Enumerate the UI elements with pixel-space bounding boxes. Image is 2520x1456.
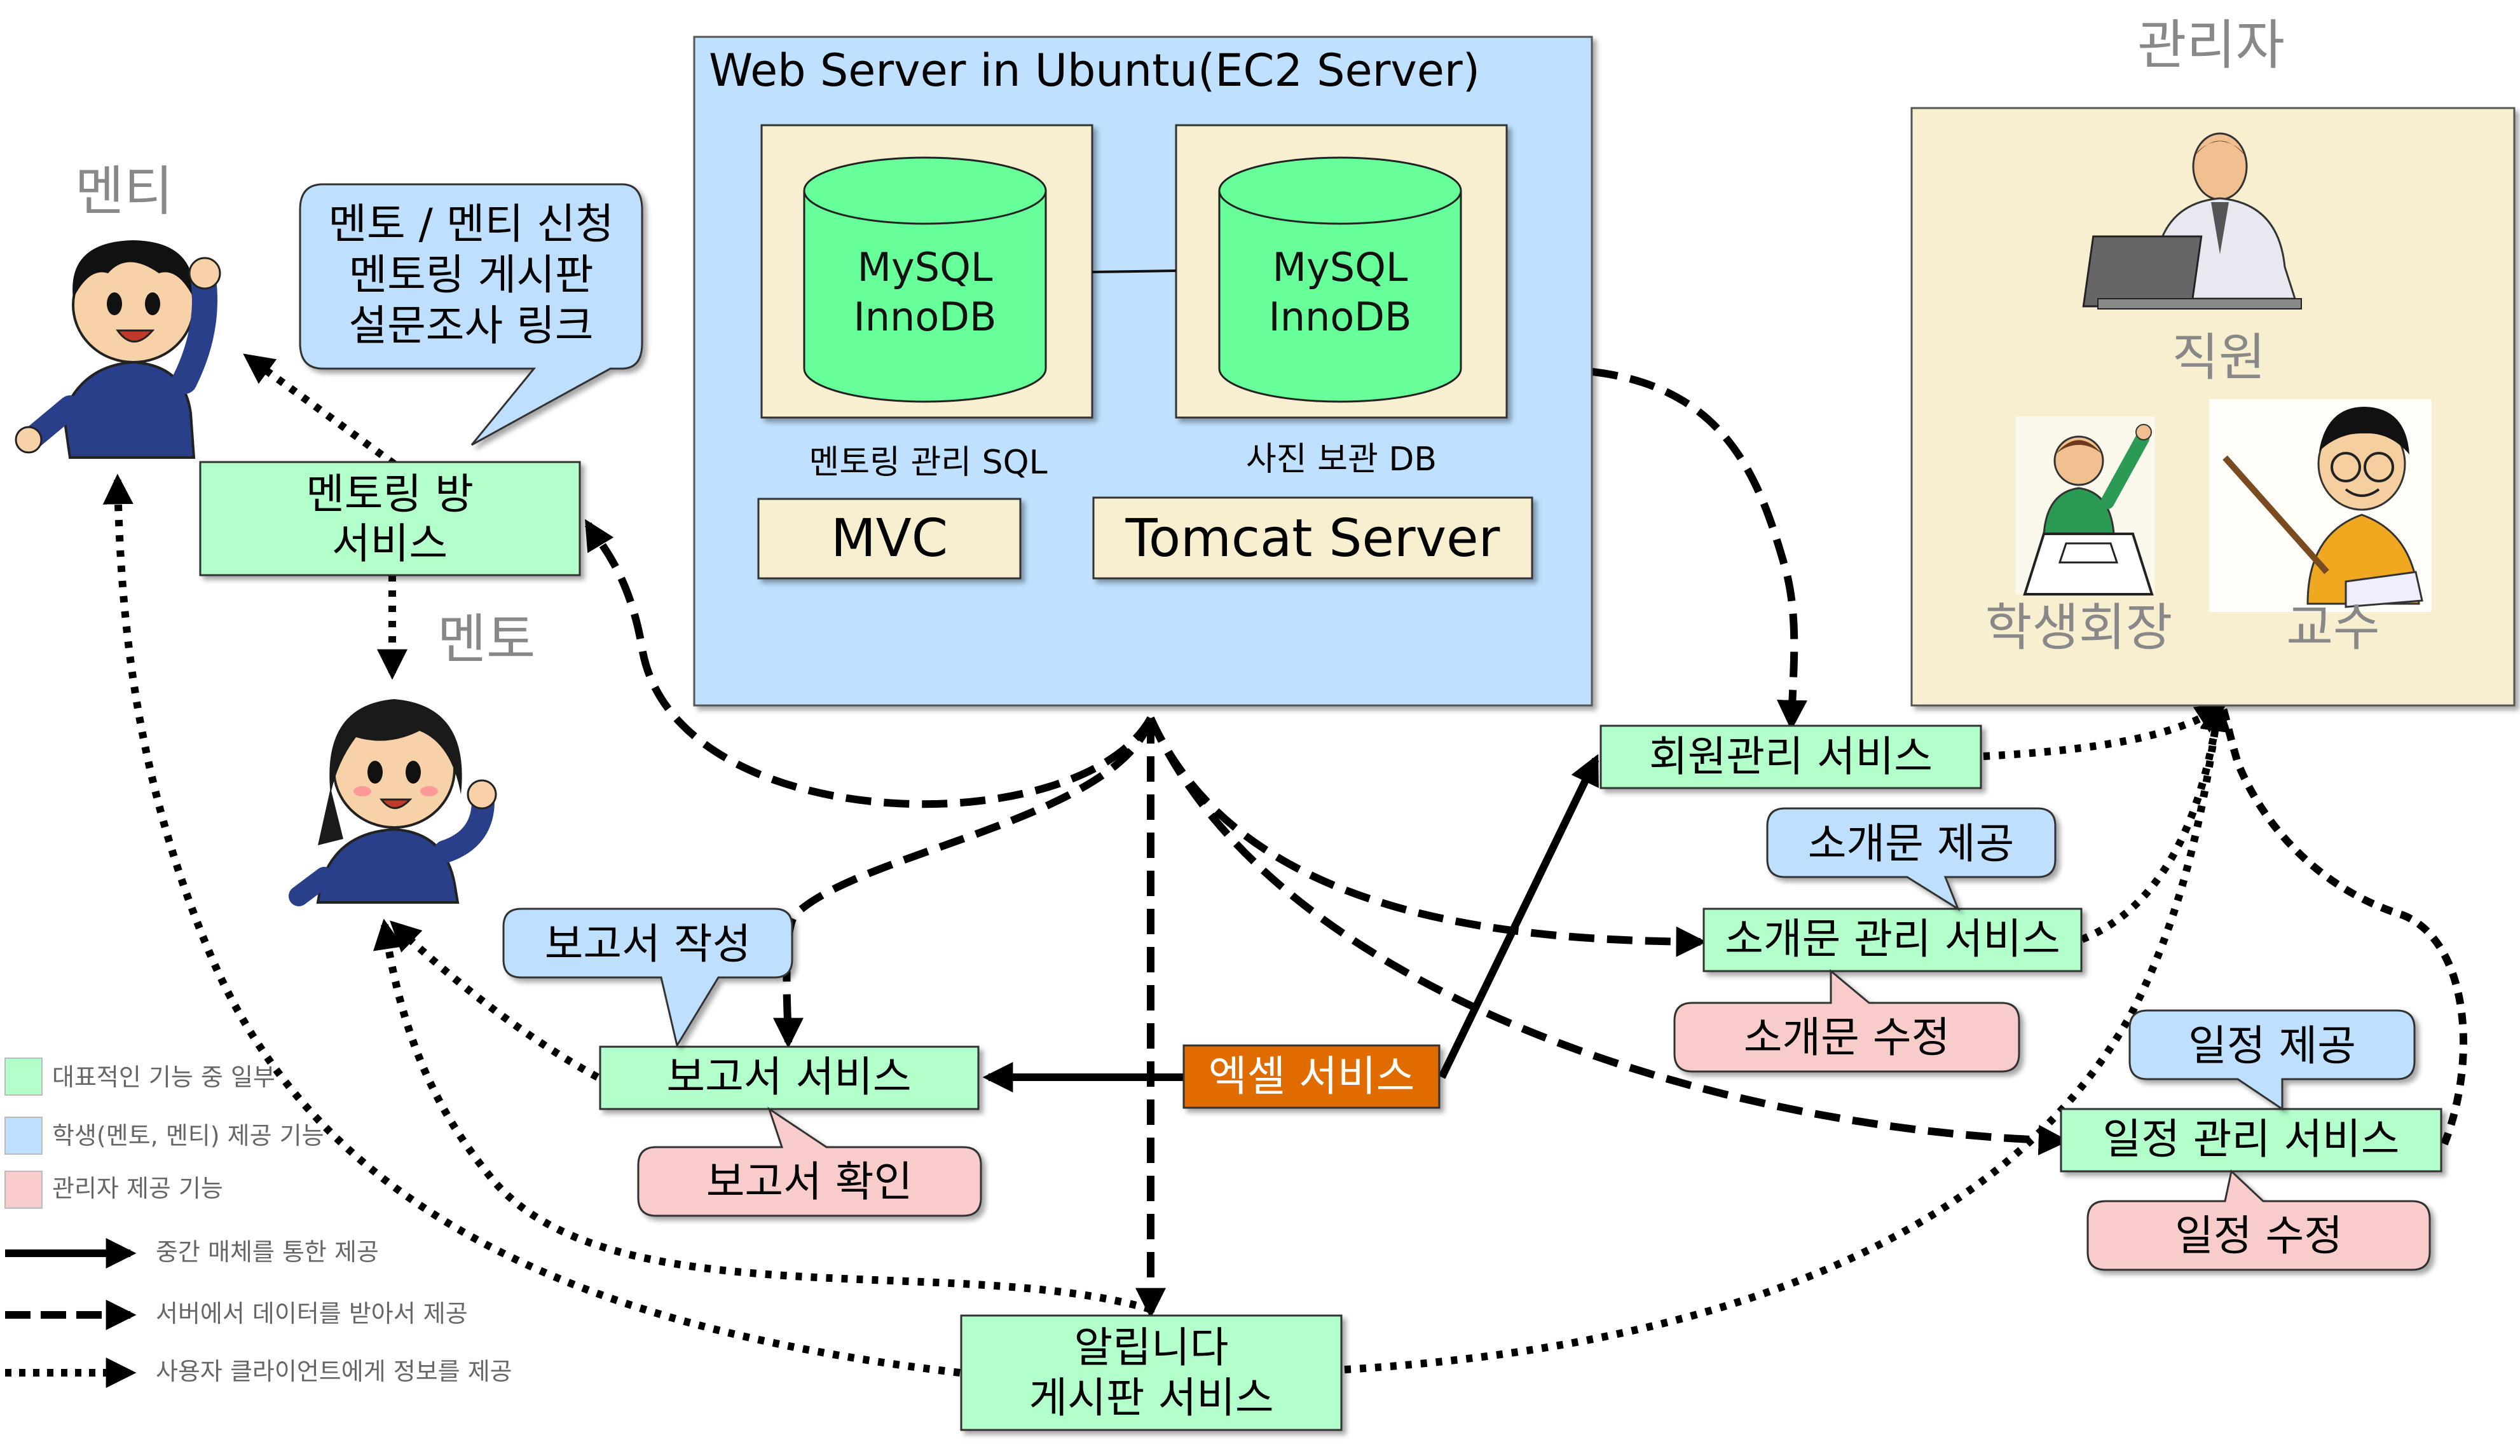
mentee-bubble-line3: 설문조사 링크: [348, 301, 593, 350]
schedule-service-box: 일정 관리 서비스: [2060, 1108, 2442, 1173]
legend-solid-label: 중간 매체를 통한 제공: [156, 1238, 379, 1266]
admin-area: 관리자 직원 학생회장: [1910, 14, 2516, 707]
excel-service-label: 엑셀 서비스: [1209, 1052, 1415, 1101]
dashed-arrow-server-to-mentoring-room: [584, 519, 1154, 808]
mentor-label: 멘토: [437, 608, 536, 670]
dotted-arrow-mentoring-room-to-mentee: [243, 353, 397, 467]
mentee-bubble-line2: 멘토링 게시판: [348, 250, 593, 299]
notice-board-service-box: 알립니다 게시판 서비스: [960, 1314, 1343, 1431]
schedule-service-label: 일정 관리 서비스: [2103, 1115, 2400, 1164]
mentoring-room-line1: 멘토링 방: [306, 470, 474, 519]
report-write-label: 보고서 작성: [545, 920, 751, 969]
intro-edit-label: 소개문 수정: [1744, 1013, 1950, 1062]
legend-pink-label: 관리자 제공 기능: [52, 1174, 223, 1202]
intro-provide-bubble: 소개문 제공: [1766, 807, 2057, 911]
report-service-label: 보고서 서비스: [666, 1052, 911, 1101]
report-write-bubble: 보고서 작성: [502, 908, 793, 1048]
db-link-line: [1092, 269, 1177, 273]
legend-blue-swatch: [4, 1117, 43, 1155]
tomcat-label: Tomcat Server: [1125, 508, 1500, 569]
dashed-arrow-server-to-intro: [1147, 716, 1707, 957]
schedule-provide-label: 일정 제공: [2188, 1021, 2356, 1070]
tomcat-box: [1092, 496, 1533, 580]
mentoring-room-line2: 서비스: [332, 519, 448, 568]
intro-service-label: 소개문 관리 서비스: [1725, 915, 2060, 963]
dotted-arrow-intro-to-admin: [2080, 700, 2231, 943]
mentee-figure: [15, 240, 221, 459]
schedule-edit-label: 일정 수정: [2175, 1211, 2343, 1260]
professor-figure: [2209, 399, 2432, 612]
db1-caption: 멘토링 관리 SQL: [809, 444, 1047, 482]
schedule-edit-bubble: 일정 수정: [2086, 1169, 2431, 1271]
notice-line2: 게시판 서비스: [1029, 1373, 1273, 1422]
student-president-label: 학생회장: [1985, 598, 2172, 657]
db2-label-line2: InnoDB: [1268, 294, 1411, 340]
mentoring-room-service-box: 멘토링 방 서비스: [199, 461, 581, 576]
intro-provide-label: 소개문 제공: [1808, 819, 2015, 868]
mysql-db2-cylinder: [1218, 156, 1462, 403]
legend-green-label: 대표적인 기능 중 일부: [52, 1063, 275, 1091]
staff-label: 직원: [2172, 328, 2265, 387]
db2-caption: 사진 보관 DB: [1246, 440, 1437, 479]
report-check-bubble: 보고서 확인: [637, 1106, 982, 1217]
staff-figure: [2082, 132, 2302, 310]
web-server-container: Web Server in Ubuntu(EC2 Server) MySQL I…: [693, 36, 1593, 707]
solid-arrow-excel-to-member: [1438, 754, 1599, 1079]
dotted-arrow-report-to-mentor: [390, 920, 599, 1081]
student-president-figure: [2015, 416, 2155, 595]
dashed-arrow-schedule-admin-loop: [2218, 704, 2467, 1146]
professor-label: 교수: [2286, 598, 2380, 657]
legend: 대표적인 기능 중 일부 학생(멘토, 멘티) 제공 기능 관리자 제공 기능 …: [4, 1058, 512, 1388]
dotted-arrow-member-to-admin: [1983, 703, 2228, 760]
dashed-arrow-server-to-report: [772, 717, 1154, 1049]
mvc-box: [757, 498, 1022, 580]
mentee-request-bubble: 멘토 / 멘티 신청 멘토링 게시판 설문조사 링크: [299, 183, 643, 446]
web-server-title: Web Server in Ubuntu(EC2 Server): [709, 44, 1480, 97]
db1-label-line1: MySQL: [858, 244, 993, 290]
connectors: [102, 353, 2467, 1377]
excel-service-box: 엑셀 서비스: [1182, 1044, 1441, 1109]
legend-blue-label: 학생(멘토, 멘티) 제공 기능: [52, 1122, 324, 1150]
dashed-arrow-server-to-schedule: [1147, 716, 2069, 1155]
member-service-label: 회원관리 서비스: [1649, 732, 1933, 781]
intro-edit-bubble: 소개문 수정: [1673, 969, 2020, 1073]
report-check-label: 보고서 확인: [706, 1157, 913, 1206]
mentee-label: 멘티: [75, 160, 174, 222]
mvc-label: MVC: [831, 508, 948, 569]
dashed-arrow-server-to-member: [1592, 368, 1807, 731]
dotted-arrow-notice-to-mentor: [373, 918, 1152, 1313]
member-service-box: 회원관리 서비스: [1599, 725, 1982, 789]
mentee-bubble-line1: 멘토 / 멘티 신청: [328, 200, 614, 248]
notice-line1: 알립니다: [1074, 1323, 1229, 1372]
dotted-arrow-notice-to-mentee: [102, 473, 961, 1377]
legend-dashed-label: 서버에서 데이터를 받아서 제공: [156, 1300, 468, 1328]
mysql-db1-cylinder: [803, 156, 1047, 403]
db1-label-line2: InnoDB: [853, 294, 996, 340]
db2-label-line1: MySQL: [1273, 244, 1408, 290]
admin-title: 관리자: [2137, 14, 2285, 76]
mentor-figure: [289, 699, 497, 906]
legend-pink-swatch: [4, 1171, 43, 1209]
report-service-box: 보고서 서비스: [599, 1045, 980, 1110]
schedule-provide-bubble: 일정 제공: [2128, 1009, 2416, 1111]
legend-green-swatch: [4, 1058, 43, 1096]
legend-dotted-label: 사용자 클라이언트에게 정보를 제공: [156, 1357, 512, 1385]
intro-service-box: 소개문 관리 서비스: [1702, 908, 2083, 972]
